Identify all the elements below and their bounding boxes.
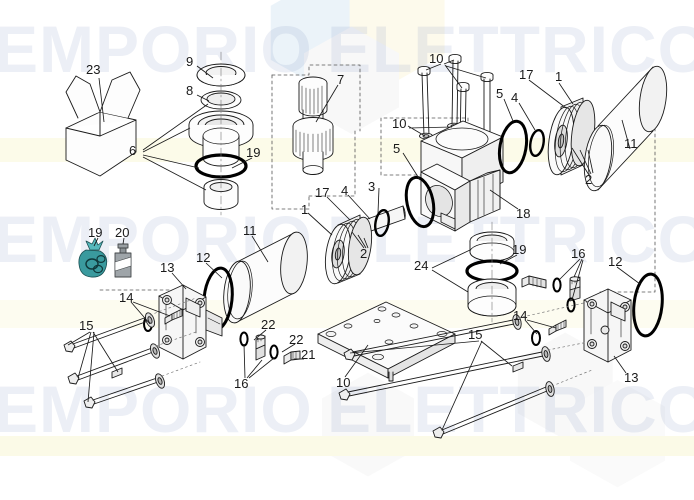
part-14-valve-fitting-right bbox=[531, 319, 567, 346]
callout-2-right: 2 bbox=[585, 172, 592, 187]
callout-11-left: 11 bbox=[243, 223, 257, 238]
callout-23: 23 bbox=[86, 62, 100, 77]
callout-1-center: 1 bbox=[301, 202, 308, 217]
bolt-axis-dashes bbox=[517, 301, 593, 387]
callout-16-right: 16 bbox=[571, 246, 585, 261]
part-15-bolt-set-right bbox=[338, 301, 593, 439]
callout-5-left: 5 bbox=[393, 141, 400, 156]
callout-10-bolts: 10 bbox=[429, 51, 443, 66]
watermark-word: ELETTRICO bbox=[327, 12, 694, 86]
callout-24: 24 bbox=[414, 258, 428, 273]
callout-14-left: 14 bbox=[119, 290, 133, 305]
callout-15-right: 15 bbox=[468, 327, 482, 342]
callout-8: 8 bbox=[186, 83, 193, 98]
callout-20: 20 bbox=[115, 225, 129, 240]
leader-lines bbox=[67, 59, 641, 431]
bolt bbox=[67, 343, 161, 385]
bolt-fitting bbox=[521, 275, 547, 289]
part-11-cylinder-left bbox=[223, 231, 308, 324]
bolt bbox=[63, 312, 156, 353]
bolt bbox=[343, 314, 522, 361]
part-7-splined-shaft bbox=[292, 76, 334, 175]
callout-9: 9 bbox=[186, 54, 193, 69]
part-20-lubricant-bottle bbox=[114, 243, 132, 278]
callout-14-right: 14 bbox=[513, 308, 527, 323]
part-10-mounting-plate bbox=[317, 301, 456, 382]
callout-4-center: 4 bbox=[341, 183, 348, 198]
part-24-valve-seat-assembly bbox=[465, 221, 519, 323]
bolt bbox=[83, 373, 166, 409]
callout-11-right: 11 bbox=[624, 136, 638, 151]
part-4-o-ring-right bbox=[529, 128, 545, 158]
part-1-piston-right bbox=[547, 97, 596, 176]
callout-22-b: 22 bbox=[289, 332, 303, 347]
callout-15-left: 15 bbox=[79, 318, 93, 333]
callout-16-left: 16 bbox=[234, 376, 248, 391]
assembly-group-boxes bbox=[99, 64, 656, 293]
part-23-packing-box bbox=[65, 71, 141, 177]
callout-12-right: 12 bbox=[608, 254, 622, 269]
callout-10-washers: 10 bbox=[392, 116, 406, 131]
part-19-o-ring-kit-bag bbox=[78, 237, 108, 278]
part-16-elbow-fitting bbox=[255, 333, 266, 361]
part-5-o-ring-right bbox=[497, 119, 529, 175]
part-16-fittings-right bbox=[521, 275, 581, 313]
callout-13-left: 13 bbox=[160, 260, 174, 275]
callout-4-right: 4 bbox=[511, 90, 518, 105]
part-16-fittings-left bbox=[239, 331, 301, 365]
part-1-piston-center bbox=[324, 214, 373, 285]
callout-13-right: 13 bbox=[624, 370, 638, 385]
watermark-word: ELETTRICO bbox=[327, 372, 694, 446]
part-22-washer bbox=[566, 297, 576, 313]
bolt bbox=[432, 381, 555, 439]
callout-19-upper: 19 bbox=[246, 145, 260, 160]
callout-19-bag: 19 bbox=[88, 225, 102, 240]
part-13-pump-head-right bbox=[583, 288, 632, 363]
callout-5-right: 5 bbox=[496, 86, 503, 101]
part-21-nipple-fitting bbox=[283, 350, 301, 365]
bolt bbox=[417, 65, 433, 140]
watermark-text: EMPORIO ELETTRICO EMPORIO ELETTRICO EMPO… bbox=[0, 12, 694, 446]
watermark-word: EMPORIO bbox=[0, 372, 313, 446]
part-22-washer bbox=[269, 344, 279, 360]
part-5-o-ring-left bbox=[404, 175, 436, 229]
part-4-o-ring-center bbox=[374, 208, 390, 238]
part-11-cylinder-right bbox=[583, 65, 668, 192]
callout-labels: 23 9 8 6 19 7 10 10 17 1 5 4 11 2 5 3 17… bbox=[79, 51, 638, 391]
part-15-bolt-set-left bbox=[63, 297, 201, 409]
part-18-pump-housing bbox=[339, 120, 504, 242]
callout-19-valve: 19 bbox=[512, 242, 526, 257]
callout-12-left: 12 bbox=[196, 250, 210, 265]
callout-6: 6 bbox=[129, 143, 136, 158]
callout-2-center: 2 bbox=[360, 246, 367, 261]
callout-17-right: 17 bbox=[519, 67, 533, 82]
watermark-word: EMPORIO bbox=[0, 12, 313, 86]
callout-18: 18 bbox=[516, 206, 530, 221]
callout-10-plate: 10 bbox=[336, 375, 350, 390]
callout-22-a: 22 bbox=[261, 317, 275, 332]
part-22-washer bbox=[239, 331, 249, 347]
callout-17-center: 17 bbox=[315, 185, 329, 200]
callout-21: 21 bbox=[301, 347, 315, 362]
bolt-axis-dashes bbox=[149, 297, 201, 377]
part-22-washer bbox=[552, 277, 562, 293]
callout-1-right: 1 bbox=[555, 69, 562, 84]
callout-7: 7 bbox=[337, 72, 344, 87]
callout-3: 3 bbox=[368, 179, 375, 194]
part-12-o-ring-right bbox=[632, 272, 664, 338]
